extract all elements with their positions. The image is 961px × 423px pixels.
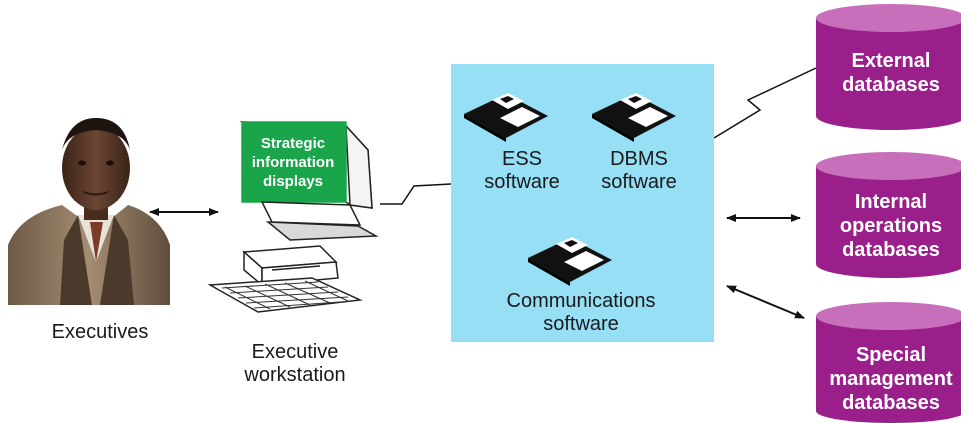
floppy-disk-icon <box>464 93 548 142</box>
internal-databases-line: operations <box>839 215 943 237</box>
connection-workstation-server <box>380 183 452 205</box>
arrow-server-special <box>726 285 805 319</box>
special-databases-line: Special <box>855 344 927 366</box>
database-cylinder-icon <box>816 302 961 423</box>
communications-software-line: Communications <box>506 290 656 312</box>
executives-label: Executives <box>51 321 149 343</box>
internal-databases-label: Internal operations databases <box>816 190 961 262</box>
dbms-software-line: DBMS <box>610 148 668 170</box>
screen-display-text: Strategic information displays <box>242 125 344 199</box>
external-databases-label: External databases <box>816 49 961 97</box>
workstation-label-line: Executive <box>251 341 339 363</box>
internal-databases-line: Internal <box>854 191 928 213</box>
workstation-label-line: workstation <box>244 364 346 386</box>
dbms-software-label: DBMS software <box>584 148 694 194</box>
screen-line: Strategic <box>260 134 326 152</box>
ess-software-line: software <box>484 171 560 193</box>
executive-photo <box>8 118 170 305</box>
communications-software-label: Communications software <box>481 290 681 336</box>
special-databases-line: management <box>829 368 953 390</box>
floppy-disk-icon <box>592 93 676 142</box>
ess-software-label: ESS software <box>462 148 582 194</box>
ess-software-line: ESS <box>501 148 543 170</box>
workstation-label: Executive workstation <box>220 341 370 387</box>
workstation-computer <box>207 121 379 313</box>
database-cylinder-icon <box>816 152 961 278</box>
floppy-disk-icon <box>528 237 612 286</box>
external-databases-line: External <box>851 50 931 72</box>
special-databases-label: Special management databases <box>816 343 961 415</box>
special-databases-line: databases <box>842 392 940 414</box>
internal-databases-line: databases <box>842 239 940 261</box>
external-databases-line: databases <box>842 74 940 96</box>
database-cylinder-icon <box>816 4 961 130</box>
dbms-software-line: software <box>601 171 677 193</box>
connection-server-external <box>713 67 817 139</box>
screen-line: displays <box>262 172 324 190</box>
communications-software-line: software <box>543 313 619 335</box>
screen-line: information <box>251 153 335 171</box>
